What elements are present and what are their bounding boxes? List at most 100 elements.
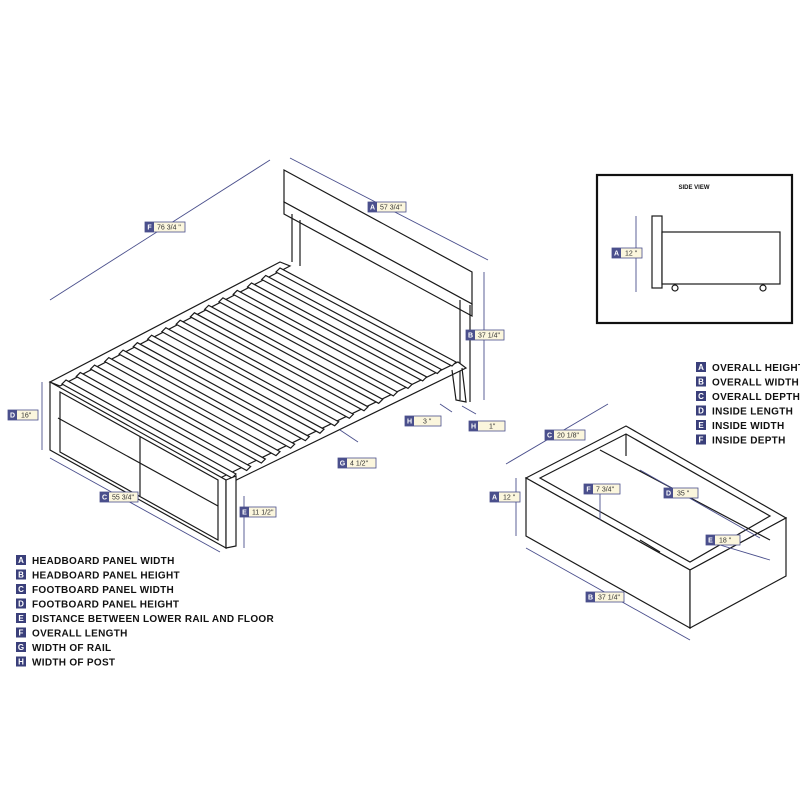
drawer-tag-b: B 37 1/4": [585, 591, 625, 603]
legend-label: INSIDE DEPTH: [712, 436, 786, 447]
bed-slat: [246, 282, 428, 382]
bed-tag-h-post: H 3 ": [404, 415, 442, 427]
legend-row: F OVERALL LENGTH: [16, 627, 128, 640]
legend-label: FOOTBOARD PANEL WIDTH: [32, 585, 174, 596]
tag-letter: F: [586, 487, 591, 494]
tag-value: 16": [21, 413, 32, 420]
tag-letter: A: [370, 205, 375, 212]
legend-letter: H: [18, 658, 24, 667]
tag-letter: A: [614, 251, 619, 258]
legend-letter-box: [696, 376, 706, 387]
bed-tag-h-leg: H 1": [468, 420, 506, 432]
bed-drawing: [48, 168, 473, 550]
legend-label: WIDTH OF RAIL: [32, 643, 111, 654]
bed-slat: [132, 341, 311, 442]
legend-letter: F: [699, 436, 704, 445]
tag-letter: C: [102, 495, 107, 502]
bed-slat: [146, 334, 325, 434]
legend-letter: D: [698, 407, 704, 416]
legend-row: B HEADBOARD PANEL HEIGHT: [16, 569, 180, 582]
tag-value: 1": [489, 424, 496, 431]
bed-slat: [89, 364, 267, 464]
legend-letter-box: [16, 656, 26, 667]
legend-letter: B: [698, 378, 704, 387]
legend-letter-box: [696, 420, 706, 430]
bed-slat: [189, 312, 369, 412]
tag-letter: A: [492, 495, 497, 502]
legend-letter-box: [16, 569, 26, 580]
tag-value: 3 ": [423, 419, 432, 426]
tag-value: 57 3/4": [380, 205, 402, 212]
bed-tag-f: F 76 3/4 ": [144, 221, 186, 233]
drawer-tag-c: C 20 1/8": [544, 429, 586, 441]
legend-letter: C: [698, 392, 704, 401]
bed-tag-d: D 16": [7, 409, 39, 421]
bed-slat: [75, 371, 252, 472]
legend-row: H WIDTH OF POST: [16, 656, 115, 669]
legend-label: OVERALL DEPTH: [712, 392, 800, 403]
tag-value: 11 1/2": [252, 510, 274, 517]
legend-letter: F: [19, 629, 24, 638]
legend-label: HEADBOARD PANEL WIDTH: [32, 556, 175, 567]
legend-label: WIDTH OF POST: [32, 658, 115, 669]
legend-letter: E: [18, 614, 24, 623]
legend-letter-box: [16, 598, 26, 609]
bed-tag-b: B 37 1/4": [465, 329, 505, 341]
legend-row: F INSIDE DEPTH: [696, 434, 786, 447]
bed-tag-g: G 4 1/2": [337, 457, 377, 469]
bed-slat: [217, 297, 399, 397]
legend-row: B OVERALL WIDTH: [696, 376, 799, 389]
bed-slat: [61, 379, 237, 479]
headboard: [283, 168, 473, 402]
tag-letter: D: [666, 491, 671, 498]
legend-label: OVERALL LENGTH: [32, 629, 128, 640]
bed-slat: [175, 319, 355, 420]
tag-value: 20 1/8": [557, 433, 579, 440]
tag-value: 12 ": [503, 495, 516, 502]
bed-slat: [275, 267, 457, 367]
legend-label: HEADBOARD PANEL HEIGHT: [32, 571, 180, 582]
tag-letter: E: [708, 538, 713, 545]
footboard: [49, 380, 237, 550]
tag-letter: C: [547, 433, 552, 440]
tag-letter: G: [340, 461, 346, 468]
legend-label: DISTANCE BETWEEN LOWER RAIL AND FLOOR: [32, 614, 274, 625]
drawer-drawing: [524, 425, 788, 630]
drawer-tag-a: A 12 ": [489, 491, 521, 503]
side-view-panel: SIDE VIEW A 12 ": [595, 173, 794, 325]
tag-value: 4 1/2": [350, 461, 369, 468]
tag-letter: B: [588, 595, 593, 602]
legend-label: OVERALL WIDTH: [712, 378, 799, 389]
bed-tag-e: E 11 1/2": [239, 506, 277, 518]
bed-slat: [260, 274, 443, 375]
tag-value: 37 1/4": [598, 595, 620, 602]
legend-letter-box: [16, 584, 26, 594]
bed-slats: [61, 267, 457, 479]
tag-value: 76 3/4 ": [157, 225, 181, 232]
bed-slat: [118, 349, 296, 449]
tag-value: 18 ": [719, 538, 732, 545]
legend-letter-box: [16, 613, 26, 623]
bed-slat: [160, 326, 340, 427]
legend-letter: B: [18, 571, 24, 580]
tag-letter: H: [471, 424, 476, 431]
drawer-tag-d: D 35 ": [663, 487, 699, 499]
legend-row: E DISTANCE BETWEEN LOWER RAIL AND FLOOR: [16, 613, 274, 625]
legend-letter-box: [696, 391, 706, 401]
tag-value: 7 3/4": [596, 487, 615, 494]
legend-letter-box: [696, 405, 706, 416]
bed-tag-c: C 55 3/4": [99, 491, 139, 503]
tag-letter: F: [147, 225, 152, 232]
legend-letter-box: [16, 627, 26, 638]
tag-value: 35 ": [677, 491, 690, 498]
side-view-tag-a: A 12 ": [611, 247, 643, 259]
legend-letter-box: [696, 362, 706, 372]
